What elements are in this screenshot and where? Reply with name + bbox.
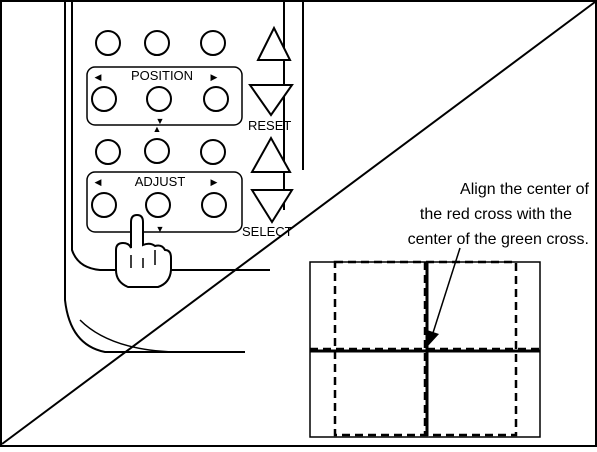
adjust-right-button[interactable] [201,192,227,218]
position-right-button[interactable] [203,86,229,112]
button-top-right[interactable] [200,30,226,56]
position-right-arrow-icon: ▶ [211,72,218,82]
position-group-box [86,66,243,126]
button-middle-right[interactable] [200,139,226,165]
up-triangle-icon-middle[interactable] [250,135,292,173]
instruction-line-1: Align the center of [460,181,590,198]
instruction-line-2: the red cross with the [420,206,572,223]
adjust-right-arrow-icon: ▶ [211,177,218,187]
position-center-button[interactable] [146,86,172,112]
remote-grip-line [79,319,176,353]
down-triangle-icon-select[interactable] [250,189,294,224]
select-label: SELECT [242,224,293,239]
reset-label: RESET [248,118,291,133]
pointing-hand-icon [115,213,172,288]
adjust-center-button[interactable] [145,192,171,218]
position-left-arrow-icon: ◀ [95,72,102,82]
remote-panel-outline [71,2,270,271]
adjust-group: ADJUST ◀ ▶ ▲ ▼ [86,124,243,234]
position-label: POSITION [131,68,193,83]
down-triangle-icon-reset[interactable] [248,84,294,117]
position-left-button[interactable] [91,86,117,112]
remote-control [64,2,304,353]
alignment-screen [309,260,541,438]
adjust-left-arrow-icon: ◀ [95,177,102,187]
button-top-center[interactable] [144,30,170,56]
adjust-up-arrow-icon: ▲ [153,124,162,134]
up-triangle-icon-top[interactable] [256,25,292,61]
adjust-group-box [86,171,243,233]
diagonal-divider [1,1,596,445]
adjust-left-button[interactable] [91,192,117,218]
position-down-arrow-icon: ▼ [156,116,165,126]
button-middle-center[interactable] [144,138,170,164]
instruction-line-3: center of the green cross. [408,231,589,248]
adjust-down-arrow-icon: ▼ [156,224,165,234]
remote-body-outline [64,2,245,353]
adjust-label: ADJUST [135,174,186,189]
button-middle-left[interactable] [95,139,121,165]
callout-arrow [427,247,461,346]
button-top-left[interactable] [95,30,121,56]
